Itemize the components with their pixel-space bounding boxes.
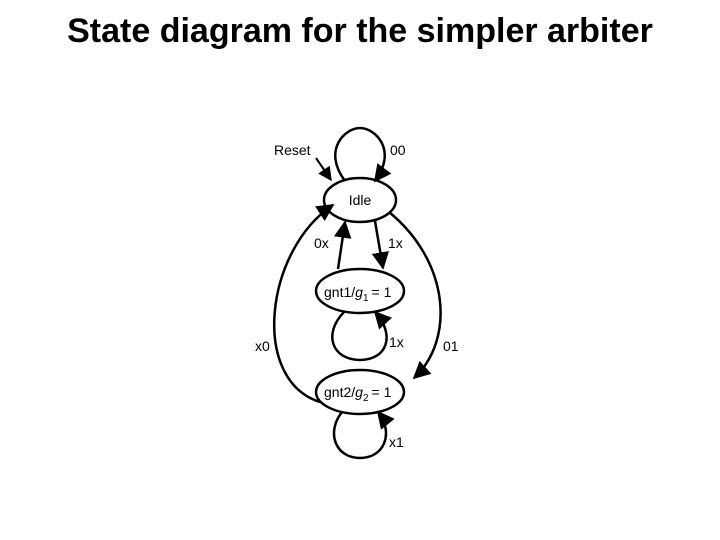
transition-gnt2-self-label: x1: [389, 434, 404, 450]
transition-gnt1-self-loop: [331, 310, 393, 362]
reset-arrow: [315, 157, 332, 182]
transition-gnt1-to-idle-label: 0x: [314, 235, 329, 251]
state-gnt2-ellipse: [314, 368, 406, 416]
transition-gnt2-self-loop: [332, 410, 395, 460]
state-idle-ellipse: [322, 176, 398, 224]
reset-label: Reset: [274, 142, 311, 158]
state-idle-label: Idle: [349, 192, 372, 208]
state-gnt2-label: gnt2/g2= 1: [324, 384, 392, 404]
transition-idle-to-gnt1: [371, 220, 389, 270]
state-gnt1-label: gnt1/g1= 1: [324, 284, 392, 304]
state-gnt1: gnt1/g1= 1: [314, 267, 406, 315]
transition-idle-to-gnt2: [388, 211, 442, 380]
transition-gnt2-to-idle: [273, 203, 335, 404]
slide-title: State diagram for the simpler arbiter: [67, 12, 653, 50]
transition-idle-self-loop: [334, 126, 392, 183]
transition-idle-to-gnt2-label: 01: [443, 338, 459, 354]
state-gnt2: gnt2/g2= 1: [314, 368, 406, 416]
transition-idle-to-gnt1-label: 1x: [388, 235, 403, 251]
transition-gnt1-self-label: 1x: [389, 334, 404, 350]
transition-idle-self-label: 00: [390, 142, 406, 158]
state-idle: Idle: [322, 176, 398, 224]
state-gnt1-ellipse: [314, 267, 406, 315]
transition-gnt1-to-idle: [334, 220, 352, 270]
transition-gnt2-to-idle-label: x0: [255, 338, 270, 354]
